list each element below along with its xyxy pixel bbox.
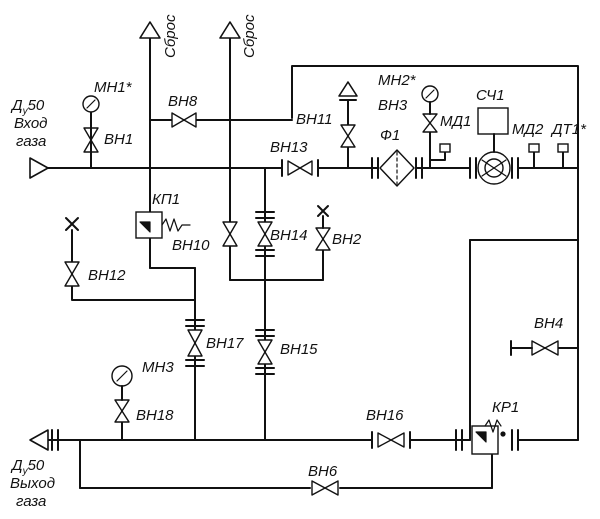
outlet-vyhod-label: Выход [10, 475, 55, 492]
mn3-label: МН3 [142, 359, 174, 376]
valve-vn17-icon[interactable] [185, 319, 205, 367]
plug-vn12-icon [65, 217, 79, 231]
outlet-label: Ду50 Выход газа [10, 457, 55, 510]
vn15-label: ВН15 [280, 341, 318, 358]
vn8-label: ВН8 [168, 93, 198, 110]
kp1-label: КП1 [152, 191, 180, 208]
valve-vn2-icon[interactable] [315, 227, 331, 251]
plug-vn4-icon [510, 340, 533, 356]
valve-vn14-icon[interactable] [255, 211, 275, 257]
vn12-label: ВН12 [88, 267, 126, 284]
valve-vn13-icon[interactable] [281, 159, 319, 177]
inlet-vhod-label: Вход [14, 115, 47, 132]
valve-vn3-icon[interactable] [422, 113, 438, 133]
valve-vn1-icon[interactable] [83, 117, 99, 169]
vn13-label: ВН13 [270, 139, 308, 156]
inlet-label: Ду50 Вход газа [10, 97, 47, 150]
vn1-label: ВН1 [104, 131, 133, 148]
vn4-label: ВН4 [534, 315, 563, 332]
outlet-du50-label: Ду50 [10, 457, 45, 477]
pipelines [41, 34, 579, 489]
gas-meter-sch1-icon [469, 107, 519, 185]
f1-label: Ф1 [380, 127, 400, 144]
inlet-arrow-icon [29, 157, 49, 179]
vent-2-label: Сброс [241, 14, 258, 58]
vn3-label: ВН3 [378, 97, 408, 114]
safety-valve-kp1-icon [135, 211, 191, 239]
vn16-label: ВН16 [366, 407, 404, 424]
outlet-arrow-icon [29, 429, 59, 451]
sensor-dt1-icon [557, 143, 569, 169]
inlet-du50-label: Ду50 [10, 97, 45, 117]
plug-vn2-icon [317, 205, 329, 229]
mn2-label: МН2* [378, 72, 417, 89]
gauge-mn2-icon [421, 85, 439, 115]
valve-vn6-icon[interactable] [311, 480, 339, 496]
valve-vn18-icon[interactable] [114, 399, 130, 423]
vn11-label: ВН11 [296, 111, 332, 128]
gauge-mn3-icon [111, 365, 133, 401]
gauge-mn1-icon [82, 95, 100, 123]
kr1-label: КР1 [492, 399, 519, 416]
filter-f1-icon [371, 149, 423, 187]
sensor-md2-icon [528, 143, 540, 169]
vn14-label: ВН14 [270, 227, 308, 244]
valve-vn11-icon[interactable] [340, 124, 356, 148]
mn1-label: МН1* [94, 79, 133, 96]
regulator-kr1-icon [455, 419, 519, 455]
valve-vn4-icon[interactable] [531, 340, 559, 356]
sch1-label: СЧ1 [476, 87, 505, 104]
vent-arrow-2-icon [219, 21, 241, 39]
vn18-label: ВН18 [136, 407, 174, 424]
vn6-label: ВН6 [308, 463, 338, 480]
vn17-label: ВН17 [206, 335, 244, 352]
inlet-gaza-label: газа [16, 133, 46, 150]
outlet-gaza-label: газа [16, 493, 46, 510]
vn2-label: ВН2 [332, 231, 362, 248]
vent-1-label: Сброс [162, 14, 179, 58]
dt1-label: ДТ1* [550, 121, 587, 138]
md1-label: МД1 [440, 113, 471, 130]
vn11-vent-arrow-icon [338, 81, 358, 101]
vent-arrow-1-icon [139, 21, 161, 39]
valve-vn10-icon[interactable] [222, 221, 238, 247]
valve-vn12-icon[interactable] [64, 261, 80, 287]
valve-vn15-icon[interactable] [255, 329, 275, 375]
vn10-label: ВН10 [172, 237, 210, 254]
md2-label: МД2 [512, 121, 544, 138]
sensor-md1-icon [439, 143, 451, 153]
valve-vn16-icon[interactable] [371, 431, 411, 449]
valve-vn8-icon[interactable] [171, 112, 197, 128]
